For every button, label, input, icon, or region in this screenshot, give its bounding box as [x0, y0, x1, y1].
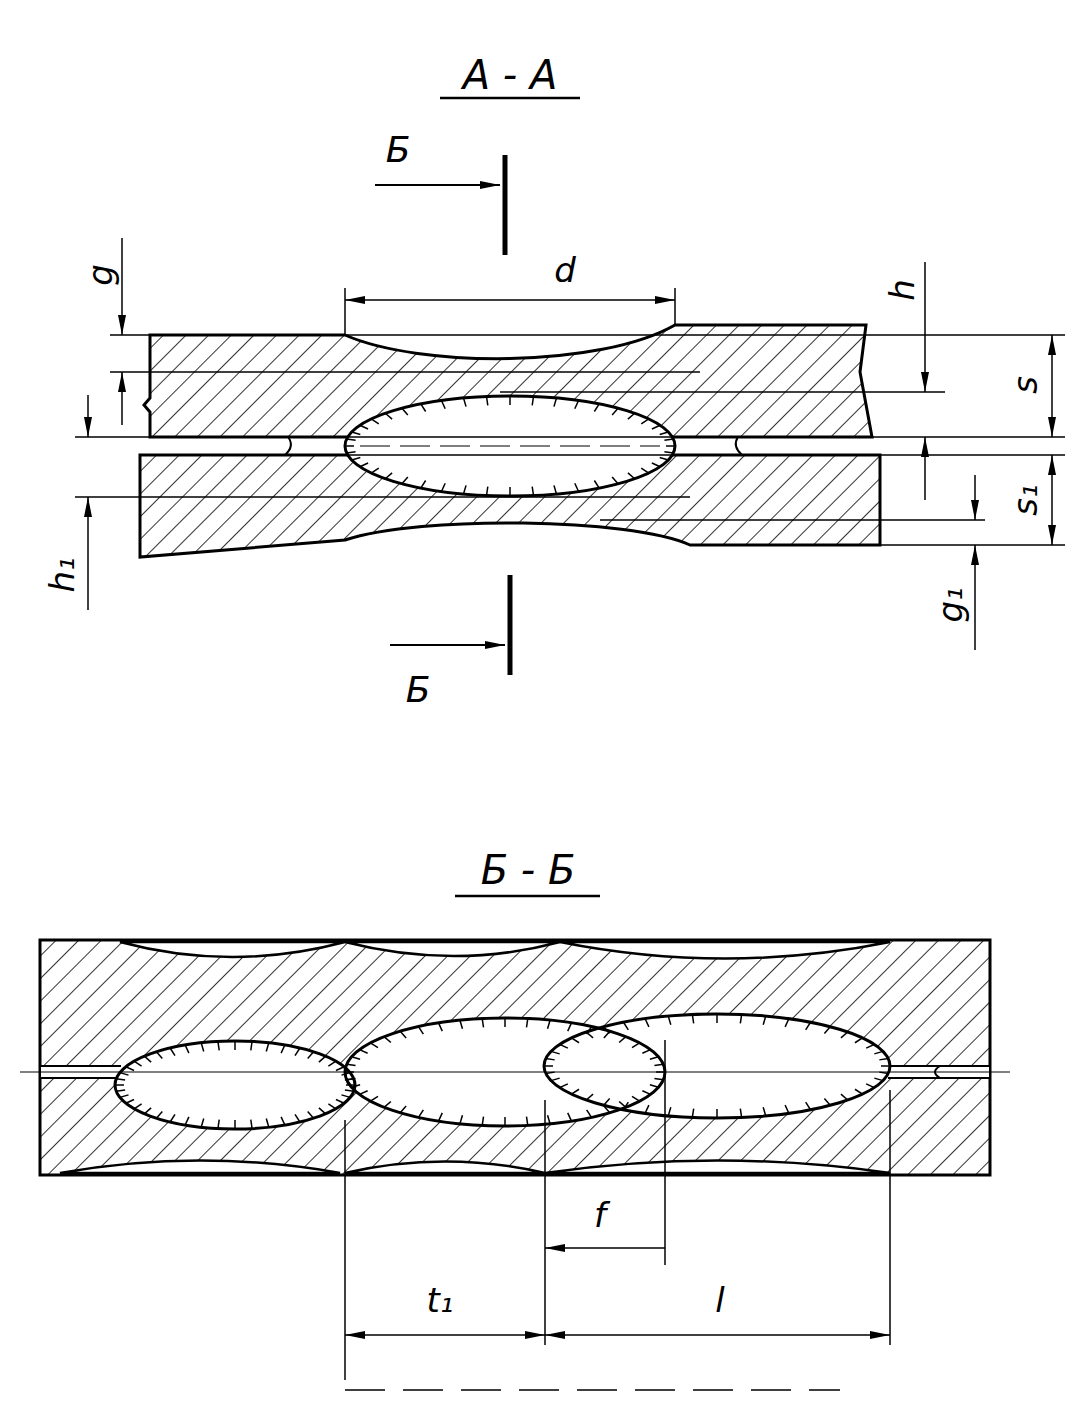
- dimension-label: d: [551, 252, 579, 288]
- weld-nugget: [345, 396, 675, 496]
- dimension-lines: [75, 238, 1065, 650]
- dimension-label: f: [591, 1197, 609, 1233]
- title-underline: [440, 97, 580, 100]
- dimension-lines: [345, 1040, 890, 1390]
- dimension-label: g₁: [932, 584, 968, 625]
- dimension-label: h: [884, 276, 920, 304]
- section-title: А - А: [460, 54, 561, 96]
- dimension-label: s: [1007, 373, 1043, 397]
- title-underline: [455, 895, 600, 898]
- section-letter: Б: [383, 131, 414, 169]
- dimension-label: t₁: [424, 1282, 457, 1318]
- dimension-label: g: [82, 261, 118, 289]
- center-line: [20, 1071, 1010, 1072]
- seam-section: [40, 940, 990, 1175]
- dimension-label: s₁: [1007, 481, 1043, 518]
- section-letter: Б: [403, 671, 434, 709]
- dimension-label: h₁: [44, 554, 80, 595]
- dimension-label: l: [712, 1282, 727, 1318]
- plate-section: [140, 325, 880, 557]
- section-title: Б - Б: [478, 849, 579, 891]
